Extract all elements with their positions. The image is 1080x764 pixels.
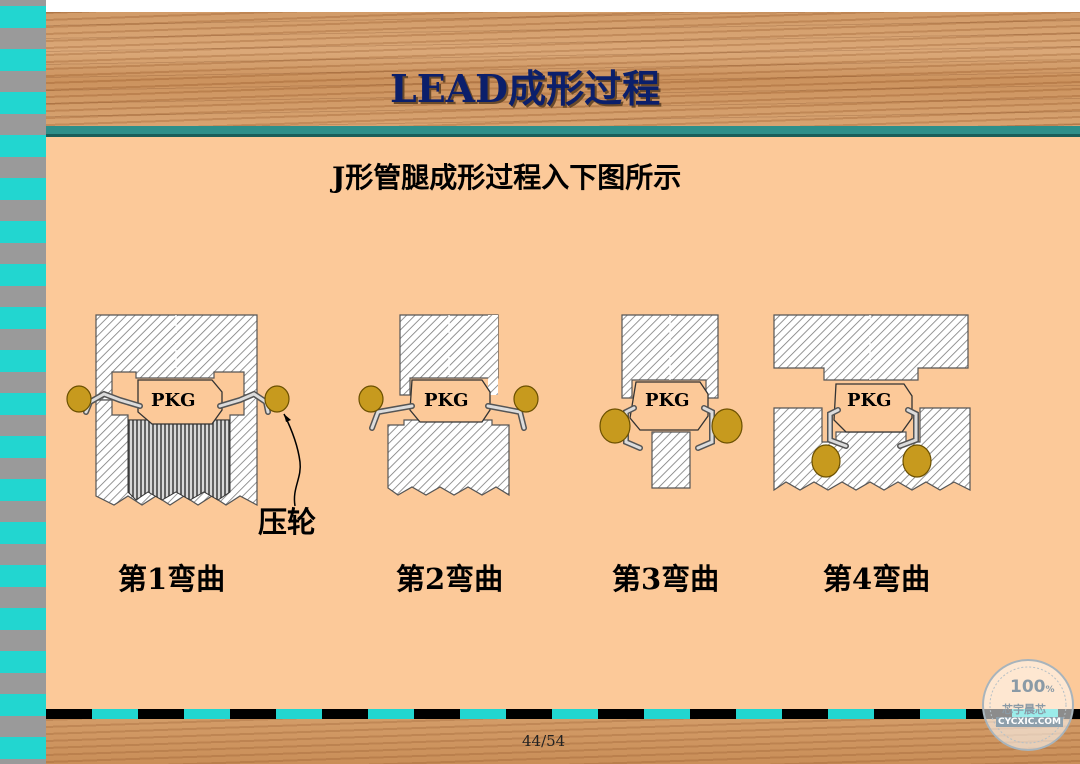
stripe-block <box>0 436 46 458</box>
stripe-block <box>0 178 46 200</box>
lead-right-highlight <box>898 408 918 448</box>
package-body <box>833 383 913 433</box>
left-decorative-stripe <box>0 0 46 764</box>
stripe-block <box>0 92 46 114</box>
stripe-block <box>0 6 46 28</box>
stage-2-diagram: PKG <box>358 314 539 497</box>
stripe-block <box>0 264 46 286</box>
roller-right <box>264 385 290 413</box>
stage-1-caption: 第1弯曲 <box>118 562 226 596</box>
stripe-block <box>0 49 46 71</box>
stripe-block <box>0 608 46 630</box>
watermark-top: 100% <box>1010 677 1055 697</box>
lead-right-highlight <box>486 404 526 430</box>
stage-2-caption: 第2弯曲 <box>396 562 504 596</box>
watermark-mid: 芯宇晨芯 <box>1002 703 1046 716</box>
package-label: PKG <box>424 390 469 411</box>
watermark-bottom: CYCXIC.COM <box>996 717 1063 727</box>
slide-subtitle: J形管腿成形过程入下图所示 <box>332 161 682 194</box>
stripe-block <box>0 307 46 329</box>
stripe-block <box>0 393 46 415</box>
footer-dashed-bar <box>46 709 1080 719</box>
watermark-seal-icon <box>982 659 1074 751</box>
upper-die-right-wall <box>488 315 498 395</box>
roller-right <box>711 408 743 444</box>
lower-die <box>387 419 510 497</box>
package-label: PKG <box>151 390 196 411</box>
stripe-block <box>0 221 46 243</box>
watermark-stamp: 100% 芯宇晨芯 CYCXIC.COM <box>980 657 1076 753</box>
package-label: PKG <box>645 390 690 411</box>
stage-4-diagram: PKG <box>773 314 971 492</box>
stripe-block <box>0 694 46 716</box>
roller-left <box>811 444 841 478</box>
stripe-block <box>0 565 46 587</box>
lower-die-stem <box>651 431 691 489</box>
stripe-block <box>0 522 46 544</box>
stripe-block <box>0 651 46 673</box>
lower-support-insert <box>127 419 231 501</box>
stripe-block <box>0 737 46 759</box>
package-body <box>137 379 223 425</box>
package-label: PKG <box>847 390 892 411</box>
header-rule-dark <box>46 134 1080 137</box>
stripe-block <box>0 350 46 372</box>
lead-left-highlight <box>370 404 414 430</box>
stage-3-diagram: PKG <box>599 314 743 489</box>
package-body <box>629 381 709 431</box>
package-body <box>409 379 491 423</box>
callout-arrow <box>283 413 301 507</box>
roller-right <box>513 385 539 413</box>
stage-4-caption: 第4弯曲 <box>823 562 931 596</box>
stripe-block <box>0 135 46 157</box>
slide-title: LEAD成形过程 <box>390 66 661 111</box>
stage-1-diagram: PKG 压轮 <box>66 314 316 539</box>
header-rule <box>46 126 1080 134</box>
lead-left-highlight <box>828 408 848 448</box>
roller-left <box>66 385 92 413</box>
roller-left <box>358 385 384 413</box>
header-wood-panel <box>46 12 1080 126</box>
upper-die <box>773 314 969 381</box>
upper-die <box>621 314 719 399</box>
page-number: 44/54 <box>522 732 566 750</box>
stripe-block <box>0 479 46 501</box>
roller-left <box>599 408 631 444</box>
footer-wood-panel <box>46 719 1080 764</box>
roller-callout-label: 压轮 <box>258 505 316 539</box>
stage-3-caption: 第3弯曲 <box>612 562 720 596</box>
roller-right <box>902 444 932 478</box>
